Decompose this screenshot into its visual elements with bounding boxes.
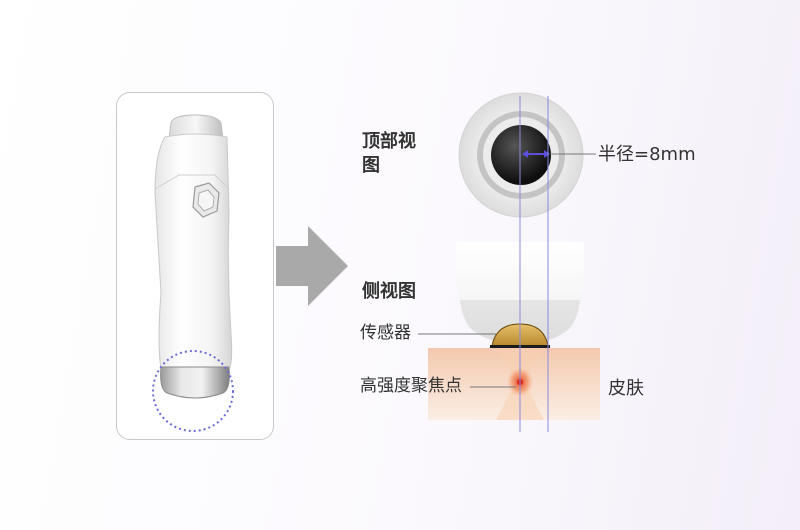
focus-label: 高强度聚焦点	[360, 376, 462, 396]
side-view-diagram	[428, 242, 600, 420]
device-panel	[116, 92, 274, 440]
sensor-label: 传感器	[360, 323, 411, 343]
right-arrow-icon	[276, 226, 348, 306]
top-view-title: 顶部视图	[362, 131, 416, 176]
top-view-diagram	[458, 92, 584, 218]
power-button	[192, 182, 220, 218]
side-view-title: 侧视图	[362, 281, 416, 302]
ultrasound-head	[160, 366, 230, 399]
sensor-leader-line	[418, 333, 496, 335]
skin-label: 皮肤	[608, 378, 644, 399]
guide-lines	[519, 96, 549, 432]
transducer-core	[491, 125, 551, 185]
radius-leader-line	[550, 153, 596, 155]
head-highlight-circle	[152, 350, 234, 432]
device-body	[154, 133, 233, 370]
radius-label: 半径=8mm	[598, 144, 696, 165]
device-illustration	[152, 114, 234, 432]
focus-leader-line	[470, 386, 516, 388]
